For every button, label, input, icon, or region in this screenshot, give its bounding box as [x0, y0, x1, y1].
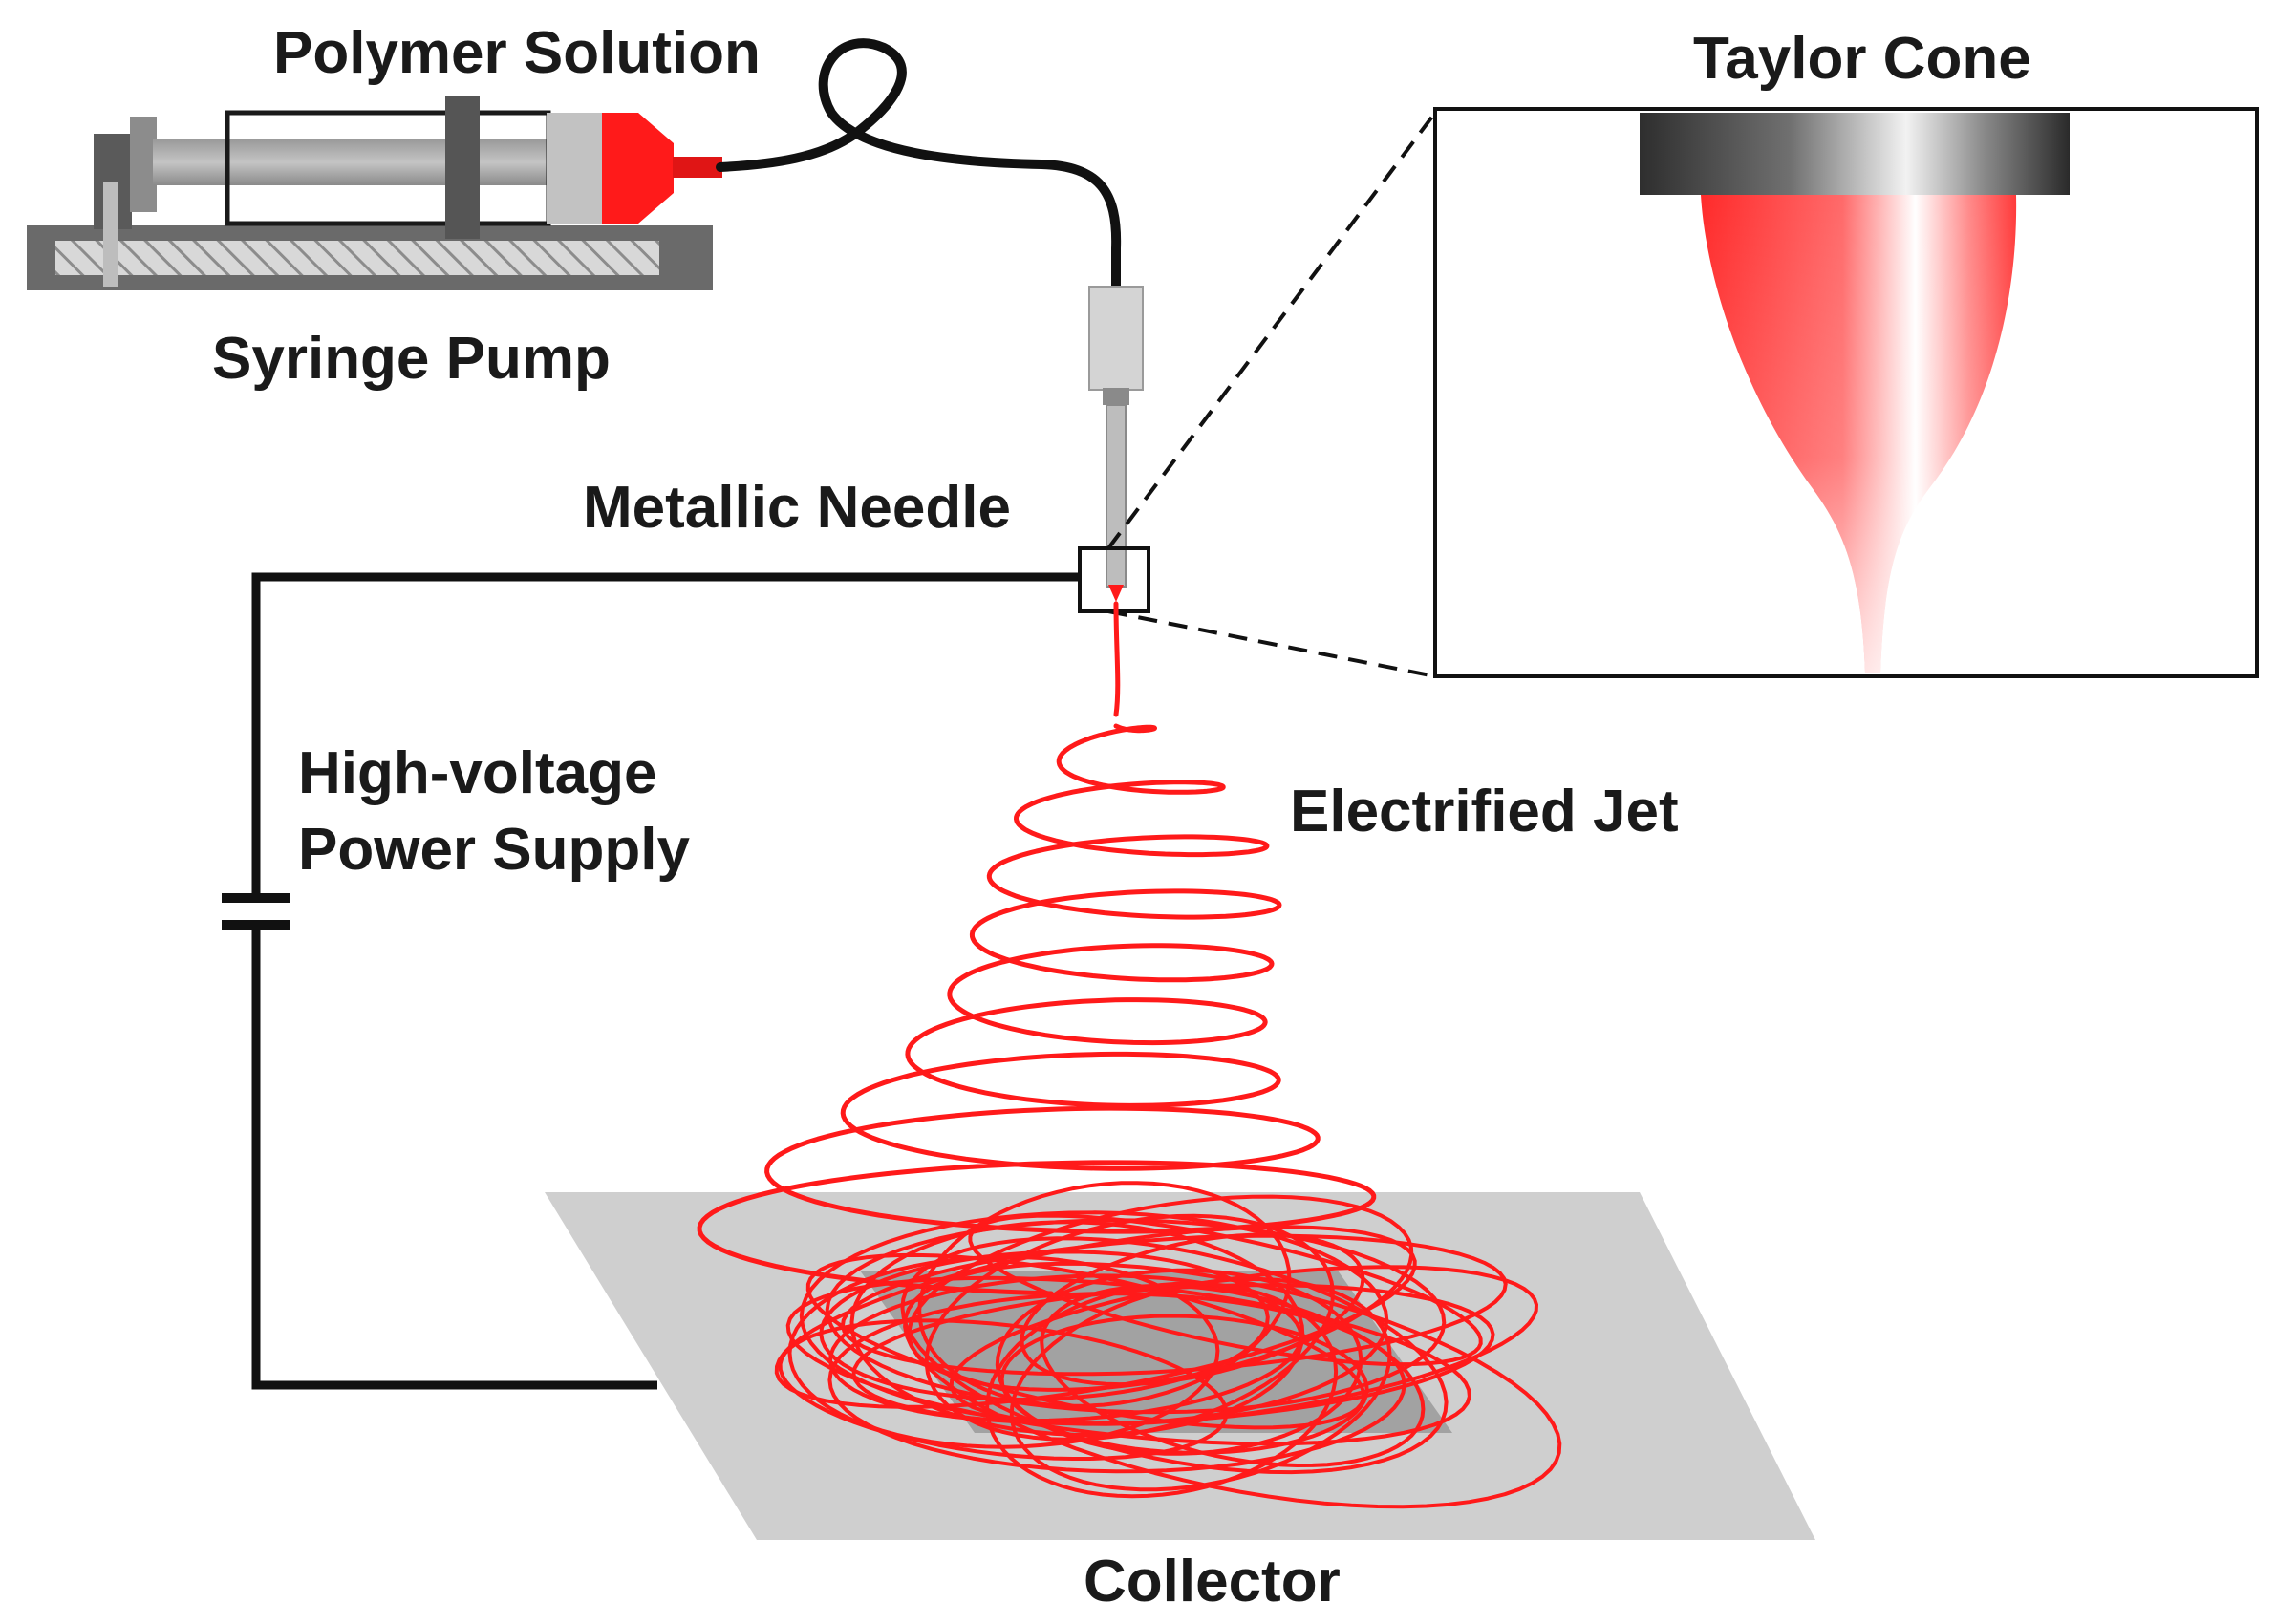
- syringe-tip: [673, 157, 722, 178]
- polymer-in-syringe: [602, 113, 674, 224]
- jet-deposit-loop: [827, 1292, 1406, 1474]
- zoom-line-top: [1106, 111, 1437, 550]
- jet-deposit-loop: [924, 1213, 1335, 1442]
- label-high-voltage-line2: Power Supply: [298, 817, 690, 883]
- jet-deposit-loop: [828, 1273, 1303, 1423]
- taylor-cone-fade: [1701, 195, 2017, 673]
- metallic-needle: [1088, 286, 1144, 602]
- jet-deposit-loop: [985, 1281, 1339, 1499]
- electrified-jet: [697, 601, 1562, 1509]
- needle-tip-drop: [1108, 585, 1124, 602]
- plunger-rod-cap: [130, 117, 157, 212]
- jet-deposit-loop: [840, 1233, 1508, 1377]
- jet-deposit-loop: [819, 1250, 1270, 1401]
- syringe-pump: [27, 96, 722, 290]
- taylor-cone-inset: [1433, 107, 2259, 678]
- jet-deposit-loop: [799, 1210, 1389, 1426]
- jet-deposit-loop: [968, 1213, 1483, 1367]
- label-metallic-needle: Metallic Needle: [583, 475, 1011, 541]
- jet-whipping-spiral: [697, 723, 1377, 1296]
- power-wire: [251, 572, 1080, 1390]
- barrel-fill: [547, 113, 606, 224]
- label-electrified-jet: Electrified Jet: [1290, 779, 1679, 844]
- needle-hub: [1088, 286, 1144, 391]
- plunger-post: [103, 182, 118, 287]
- needle-cap: [1640, 113, 2070, 195]
- pump-lead-screw: [55, 241, 659, 275]
- jet-deposit-loop: [851, 1283, 1495, 1426]
- needle-hub-neck: [1103, 388, 1129, 405]
- zoom-line-bottom: [1107, 609, 1436, 678]
- needle-shaft: [1106, 404, 1127, 588]
- label-polymer-solution: Polymer Solution: [273, 20, 761, 86]
- label-syringe-pump: Syringe Pump: [212, 326, 611, 392]
- jet-straight-segment: [1113, 601, 1121, 717]
- jet-deposit-loop: [787, 1254, 1220, 1449]
- jet-deposit-loop: [1040, 1283, 1426, 1467]
- label-high-voltage-line1: High-voltage: [298, 740, 656, 806]
- jet-deposit-loop: [805, 1252, 1366, 1430]
- jet-deposit-loop: [900, 1236, 1449, 1475]
- jet-deposit-loop: [903, 1261, 1562, 1509]
- jet-deposit-loop: [1009, 1277, 1392, 1492]
- feed-tube: [716, 38, 1122, 291]
- plunger-rod: [153, 139, 554, 185]
- label-collector: Collector: [1084, 1549, 1341, 1614]
- jet-deposit-loop: [949, 1265, 1538, 1426]
- pump-clamp: [445, 96, 480, 239]
- label-taylor-cone: Taylor Cone: [1693, 26, 2031, 92]
